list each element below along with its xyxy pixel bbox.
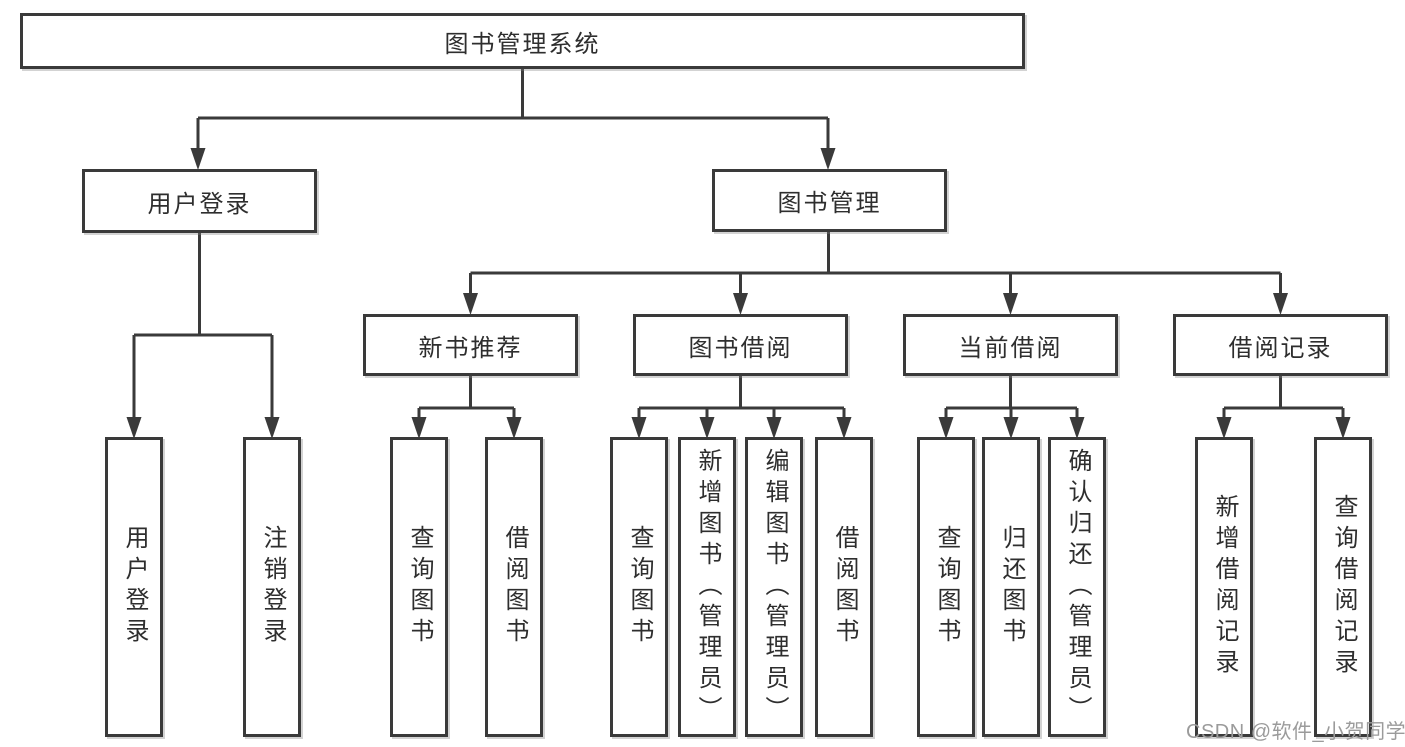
node-library-management-system: 图书管理系统 xyxy=(20,13,1025,69)
leaf-borrow-books-recommend: 借阅图书 xyxy=(485,437,543,737)
node-label: 确认归还（管理员） xyxy=(1064,447,1091,727)
arrowhead xyxy=(126,417,142,439)
arrowhead xyxy=(631,417,647,439)
arrowhead xyxy=(1003,293,1018,315)
leaf-logout: 注销登录 xyxy=(243,437,301,737)
node-user-login: 用户登录 xyxy=(82,169,317,233)
node-new-book-recommendation: 新书推荐 xyxy=(363,314,578,376)
arrowhead xyxy=(733,293,748,315)
node-label: 借阅记录 xyxy=(1228,334,1333,362)
leaf-confirm-return-admin: 确认归还（管理员） xyxy=(1048,437,1106,737)
node-label: 归还图书 xyxy=(998,525,1025,649)
node-label: 新增图书（管理员） xyxy=(694,447,721,727)
arrowhead xyxy=(1273,293,1288,315)
node-book-borrowing: 图书借阅 xyxy=(633,314,848,376)
node-label: 借阅图书 xyxy=(831,525,858,649)
arrowhead xyxy=(836,417,852,439)
leaf-query-books-borrowing: 查询图书 xyxy=(610,437,668,737)
leaf-add-borrowing-record: 新增借阅记录 xyxy=(1195,437,1253,737)
node-label: 图书管理系统 xyxy=(444,30,601,58)
node-current-borrowing: 当前借阅 xyxy=(903,314,1118,376)
node-label: 图书管理 xyxy=(777,190,882,217)
arrowhead xyxy=(463,293,478,315)
node-label: 用户登录 xyxy=(147,190,252,218)
arrowhead xyxy=(938,417,954,439)
leaf-borrow-books: 借阅图书 xyxy=(815,437,873,737)
edge-lines xyxy=(132,69,1345,421)
leaf-user-login: 用户登录 xyxy=(105,437,163,737)
node-borrowing-records: 借阅记录 xyxy=(1173,314,1388,376)
arrowhead xyxy=(766,417,782,439)
arrowhead xyxy=(1335,417,1351,439)
node-label: 图书借阅 xyxy=(688,334,793,362)
leaf-add-books-admin: 新增图书（管理员） xyxy=(678,437,736,737)
arrowhead xyxy=(820,148,836,170)
node-label: 查询借阅记录 xyxy=(1330,494,1357,680)
leaf-edit-books-admin: 编辑图书（管理员） xyxy=(745,437,803,737)
node-label: 查询图书 xyxy=(626,525,653,649)
node-label: 当前借阅 xyxy=(958,334,1063,362)
arrowhead xyxy=(1069,417,1085,439)
arrowhead xyxy=(1216,417,1232,439)
leaf-query-borrowing-record: 查询借阅记录 xyxy=(1314,437,1372,737)
node-label: 借阅图书 xyxy=(501,525,528,649)
node-label: 查询图书 xyxy=(933,525,960,649)
arrowhead xyxy=(1003,417,1019,439)
node-label: 用户登录 xyxy=(121,525,148,649)
leaf-return-books: 归还图书 xyxy=(982,437,1040,737)
node-label: 编辑图书（管理员） xyxy=(761,447,788,727)
node-label: 注销登录 xyxy=(259,525,286,649)
node-book-management: 图书管理 xyxy=(712,169,947,232)
arrowhead xyxy=(699,417,715,439)
leaf-query-books-recommend: 查询图书 xyxy=(390,437,448,737)
watermark: CSDN @软件_小贺同学 xyxy=(1186,721,1405,743)
node-label: 新增借阅记录 xyxy=(1211,494,1238,680)
node-label: 新书推荐 xyxy=(418,334,523,362)
arrowhead xyxy=(506,417,522,439)
node-label: 查询图书 xyxy=(406,525,433,649)
arrowhead xyxy=(264,417,280,439)
arrowhead xyxy=(411,417,427,439)
arrowhead xyxy=(190,148,206,170)
leaf-query-books-current: 查询图书 xyxy=(917,437,975,737)
